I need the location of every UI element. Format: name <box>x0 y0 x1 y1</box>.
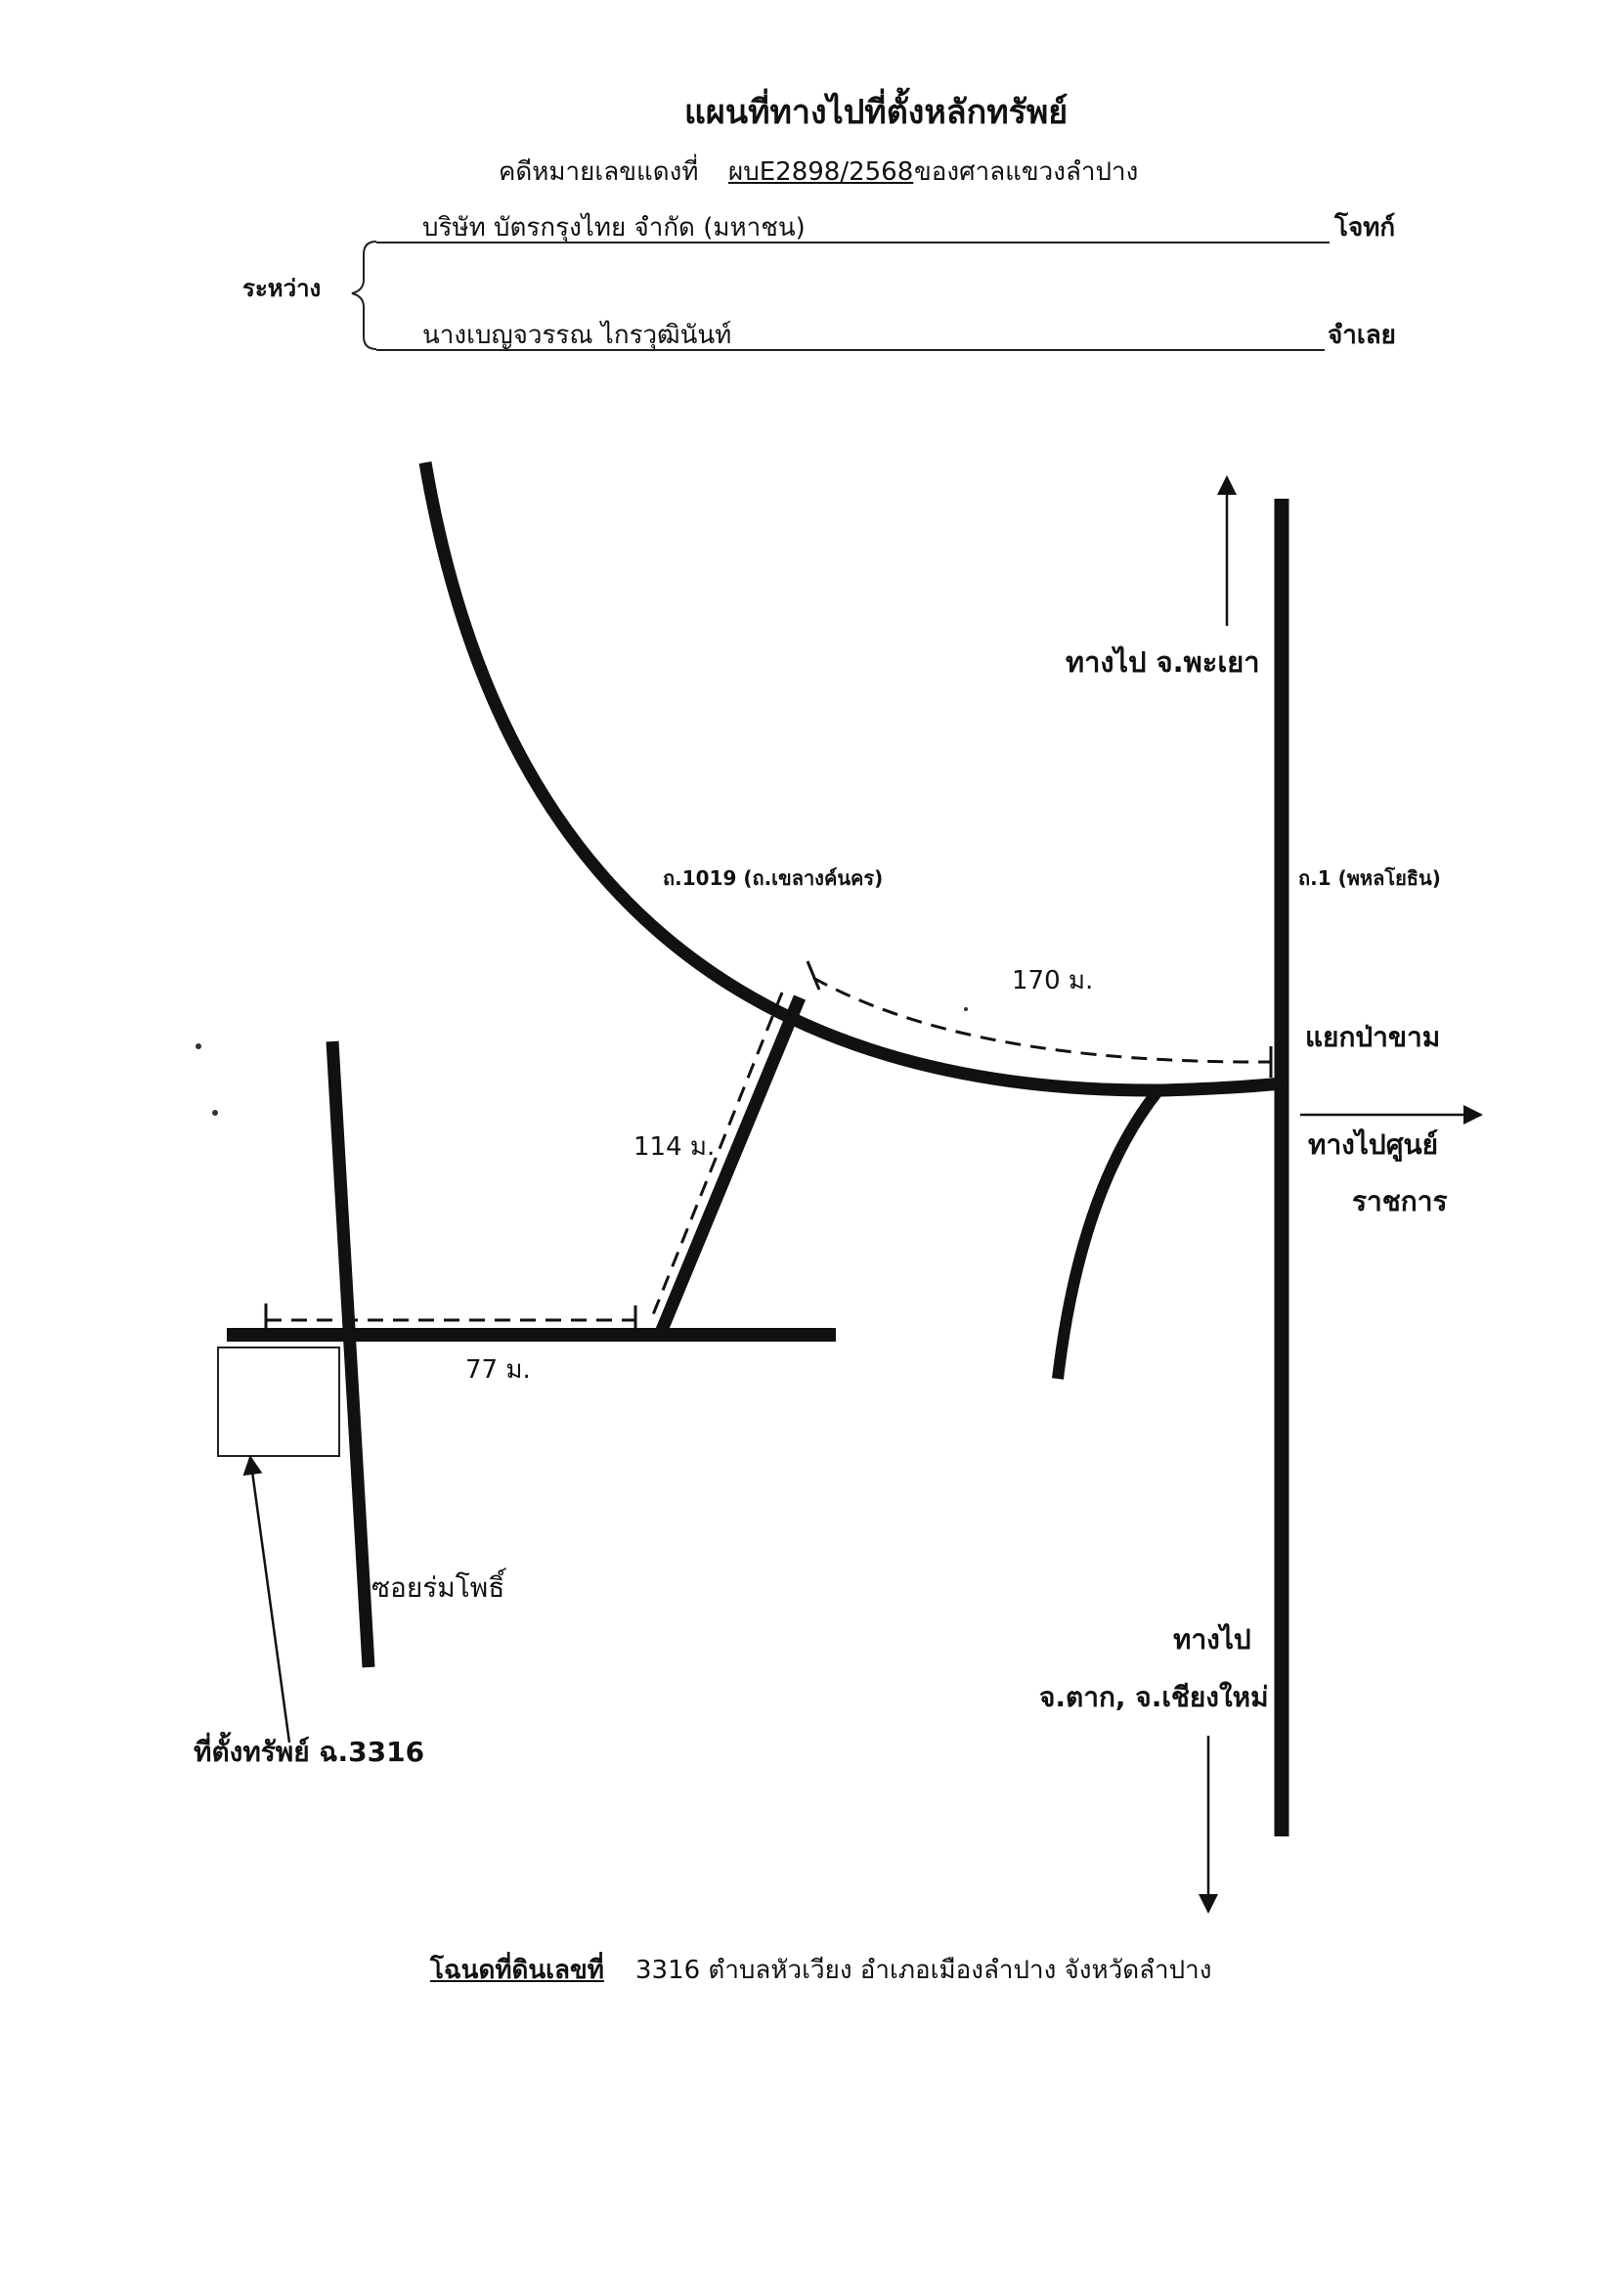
plaintiff-line <box>376 242 1330 243</box>
label-to-tak-2: จ.ตาก, จ.เชียงใหม่ <box>1039 1681 1269 1713</box>
branch-road-curve <box>1052 1086 1163 1380</box>
label-distance-77: 77 ม. <box>465 1355 531 1385</box>
label-to-tak-1: ทางไป <box>1173 1623 1251 1656</box>
distance-170-dashline <box>812 976 1272 1064</box>
label-road-1019: ถ.1019 (ถ.เขลางค์นคร) <box>663 866 884 890</box>
plaintiff-name: บริษัท บัตรกรุงไทย จำกัด (มหาชน) <box>422 213 806 243</box>
label-road-1: ถ.1 (พหลโยธิน) <box>1298 866 1441 890</box>
label-property-location: ที่ตั้งทรัพย์ ฉ.3316 <box>194 1736 425 1768</box>
between-label: ระหว่าง <box>242 275 322 302</box>
connector-road <box>653 994 807 1338</box>
defendant-line <box>376 349 1325 351</box>
court-name: ของศาลแขวงลำปาง <box>914 157 1139 187</box>
scan-speck <box>212 1110 218 1116</box>
label-intersection: แยกป่าขาม <box>1305 1021 1441 1053</box>
page-title: แผนที่ทางไปที่ตั้งหลักทรัพย์ <box>684 93 1069 132</box>
plaintiff-role: โจทก์ <box>1334 213 1396 243</box>
deed-label: โฉนดที่ดินเลขที่ <box>430 1956 604 1985</box>
defendant-role: จำเลย <box>1328 321 1396 350</box>
case-number: ผบE2898/2568 <box>728 157 914 187</box>
road-1019-khelang-nakhon <box>418 461 1283 1097</box>
case-label: คดีหมายเลขแดงที่ <box>499 157 699 187</box>
distance-114-dashline <box>648 992 784 1323</box>
scan-speck <box>964 1007 968 1011</box>
label-to-center-1: ทางไปศูนย์ <box>1308 1128 1439 1161</box>
defendant-name: นางเบญจวรรณ ไกรวุฒินันท์ <box>422 321 732 350</box>
soi-rom-pho-road <box>326 1040 375 1668</box>
between-brace <box>351 241 377 350</box>
scan-speck <box>196 1043 201 1049</box>
label-distance-114: 114 ม. <box>633 1132 716 1162</box>
property-parcel-box <box>217 1347 340 1457</box>
label-distance-170: 170 ม. <box>1012 966 1094 995</box>
arrow-to-property <box>242 1455 291 1744</box>
label-soi-rom-pho: ซอยร่มโพธิ์ <box>371 1571 505 1604</box>
deed-detail: 3316 ตำบลหัวเวียง อำเภอเมืองลำปาง จังหวั… <box>635 1956 1212 1985</box>
label-to-phayao: ทางไป จ.พะเยา <box>1066 645 1260 679</box>
distance-170-tick-start <box>806 960 821 991</box>
label-to-center-2: ราชการ <box>1352 1185 1448 1217</box>
